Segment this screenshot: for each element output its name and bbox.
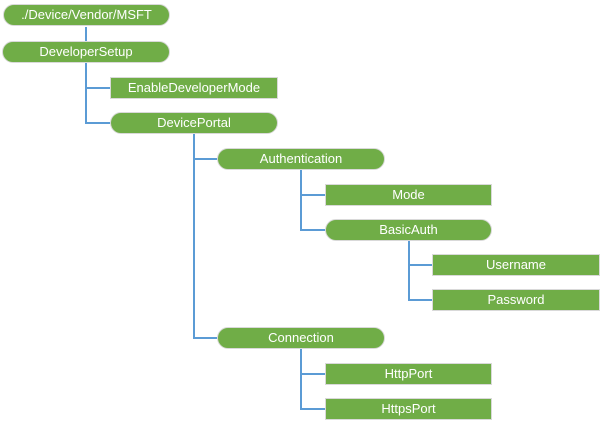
node-connection: Connection — [217, 327, 385, 349]
connector-branch-basicauth — [300, 229, 326, 231]
connector-branch-deviceportal — [85, 122, 111, 124]
connector-branch-enabledevelopermode — [85, 87, 111, 89]
connector-branch-password — [408, 299, 433, 301]
connector-branch-authentication — [193, 158, 218, 160]
node-developersetup: DeveloperSetup — [2, 41, 170, 63]
node-enabledevelopermode: EnableDeveloperMode — [110, 77, 278, 99]
node-httpsport: HttpsPort — [325, 398, 492, 420]
connector-connection-trunk — [300, 349, 302, 410]
connector-branch-connection — [193, 337, 218, 339]
connector-authentication-trunk — [300, 170, 302, 231]
connector-deviceportal-trunk — [193, 134, 195, 339]
node-authentication: Authentication — [217, 148, 385, 170]
connector-branch-httpsport — [300, 408, 326, 410]
connector-branch-httpport — [300, 373, 326, 375]
connector-branch-username — [408, 264, 433, 266]
connector-branch-mode — [300, 194, 326, 196]
connector-basicauth-trunk — [408, 241, 410, 301]
node-basicauth: BasicAuth — [325, 219, 492, 241]
node-httpport: HttpPort — [325, 363, 492, 385]
connector-root-to-developersetup — [85, 27, 87, 41]
node-password: Password — [432, 289, 600, 311]
connector-developersetup-trunk — [85, 63, 87, 124]
node-username: Username — [432, 254, 600, 276]
node-device-vendor-msft: ./Device/Vendor/MSFT — [3, 4, 170, 26]
node-deviceportal: DevicePortal — [110, 112, 278, 134]
node-mode: Mode — [325, 184, 492, 206]
